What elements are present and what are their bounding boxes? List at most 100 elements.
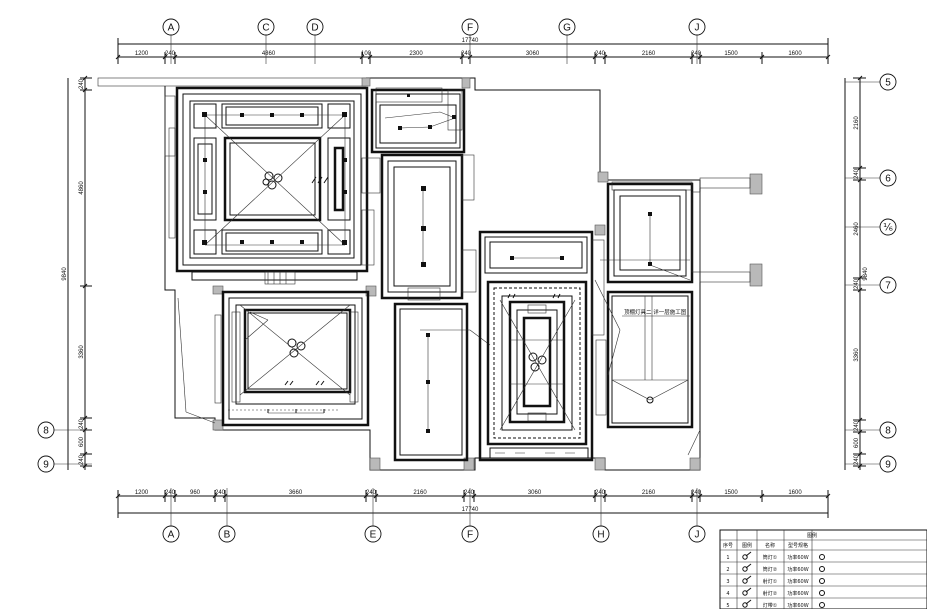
- top-dim-label: 100: [361, 51, 372, 57]
- legend-row-name: 射灯①: [763, 578, 778, 585]
- bottom-total-dim: 17740: [462, 507, 479, 513]
- column: [597, 171, 609, 183]
- legend-symbol-icon: [819, 554, 825, 560]
- legend-row-name: 筒灯②: [763, 566, 778, 573]
- axis-e-bubble: E: [364, 525, 382, 543]
- axis-a-label: A: [168, 23, 175, 34]
- axis-9-label: 9: [43, 460, 49, 471]
- right-dim-label: 240: [854, 278, 860, 289]
- bottom-dim-label: 240: [165, 490, 176, 496]
- bottom-dim-label: 2160: [413, 490, 427, 496]
- downlight-icon: [202, 240, 207, 245]
- top-dim-label: 4860: [262, 51, 276, 57]
- living-room-ceiling: [168, 86, 369, 285]
- downlight-icon: [202, 112, 207, 117]
- top-dim-label: 240: [595, 51, 606, 57]
- top-dim-label: 240: [461, 51, 472, 57]
- top-dim-label: 3060: [526, 51, 540, 57]
- legend-row-no: 4: [726, 591, 729, 597]
- legend-symbol-icon: [819, 566, 825, 572]
- bottom-dim-label: 240: [595, 490, 606, 496]
- column: [594, 457, 606, 471]
- chandelier-icon: [287, 338, 297, 348]
- axis-f-label: F: [467, 530, 473, 541]
- axis-bubbles-right: 5 6 ⅙ 7 8 9: [845, 73, 897, 473]
- column: [463, 457, 475, 471]
- column: [689, 457, 701, 471]
- axis-7-bubble: 7: [879, 276, 897, 294]
- axis-8-bubble: 8: [37, 421, 55, 439]
- axis-d-label: D: [311, 23, 318, 34]
- left-dim-label: 4860: [79, 181, 85, 195]
- bottom-dim-label: 1500: [724, 490, 738, 496]
- legend-row-spec: 功率60W: [787, 602, 808, 609]
- axis-1-6-bubble: ⅙: [879, 218, 897, 236]
- axis-6-label: 6: [885, 174, 891, 185]
- legend-row-no: 3: [726, 579, 729, 585]
- left-dim-label: 240: [79, 418, 85, 429]
- middle-room-ceiling: [361, 153, 477, 301]
- axis-g-label: G: [563, 23, 571, 34]
- downlight-icon: [421, 186, 426, 191]
- axis-a-label: A: [168, 530, 175, 541]
- top-dim-label: 2300: [409, 51, 423, 57]
- column: [212, 419, 224, 431]
- upper-middle-room-ceiling: [370, 87, 466, 154]
- axis-9-bubble: 9: [879, 455, 897, 473]
- bottom-dim-label: 240: [366, 490, 377, 496]
- axis-9-label: 9: [885, 460, 891, 471]
- right-upper-room-ceiling: [600, 181, 701, 284]
- legend-lamp-icon: [742, 575, 752, 584]
- right-dim-label: 240: [854, 420, 860, 431]
- right-total-dim: 9840: [863, 267, 869, 281]
- left-dim-label: 3360: [79, 345, 85, 359]
- legend-symbol-icon: [819, 578, 825, 584]
- legend-row-name: 筒灯①: [763, 554, 778, 561]
- legend-header: 名称: [765, 542, 775, 549]
- axis-a-bubble: A: [162, 18, 180, 36]
- axis-c-bubble: C: [257, 18, 275, 36]
- legend-header: 型号规格: [788, 542, 808, 549]
- left-dim-label: 240: [79, 454, 85, 465]
- legend-lamp-icon: [742, 599, 752, 608]
- downlight-icon: [342, 240, 347, 245]
- axis-5-bubble: 5: [879, 73, 897, 91]
- legend-row-spec: 功率60W: [787, 578, 808, 585]
- legend-lamp-icon: [742, 587, 752, 596]
- axis-b-bubble: B: [218, 525, 236, 543]
- axis-g-bubble: G: [558, 18, 576, 36]
- axis-h-bubble: H: [592, 525, 610, 543]
- axis-8-label: 8: [43, 426, 49, 437]
- bottom-dim-label: 240: [464, 490, 475, 496]
- bottom-dim-label: 3660: [289, 490, 303, 496]
- top-dim-label: 2160: [642, 51, 656, 57]
- chandelier-icon: [264, 171, 274, 181]
- downlight-icon: [646, 396, 654, 404]
- column: [594, 224, 606, 236]
- ceiling-annotation-note: 顶棚灯具二 详一层施工图: [624, 308, 687, 316]
- left-dim-label: 600: [79, 436, 85, 447]
- axis-5-label: 5: [885, 78, 891, 89]
- legend-lamp-icon: [742, 551, 752, 560]
- axis-e-label: E: [370, 530, 377, 541]
- axis-8-bubble: 8: [879, 421, 897, 439]
- column: [749, 173, 763, 195]
- left-dim-label: 240: [79, 78, 85, 89]
- axis-c-label: C: [262, 23, 269, 34]
- right-dim-label: 240: [854, 168, 860, 179]
- column: [749, 263, 763, 287]
- axis-j-label: J: [695, 23, 700, 34]
- column: [212, 285, 224, 295]
- legend-row-spec: 功率60W: [787, 566, 808, 573]
- legend-row-no: 1: [726, 555, 729, 561]
- axis-7-label: 7: [885, 281, 891, 292]
- right-dim-label: 2460: [854, 222, 860, 236]
- legend-symbol-icon: [819, 590, 825, 596]
- axis-1-6-label: ⅙: [883, 223, 893, 234]
- bottom-dim-label: 2160: [642, 490, 656, 496]
